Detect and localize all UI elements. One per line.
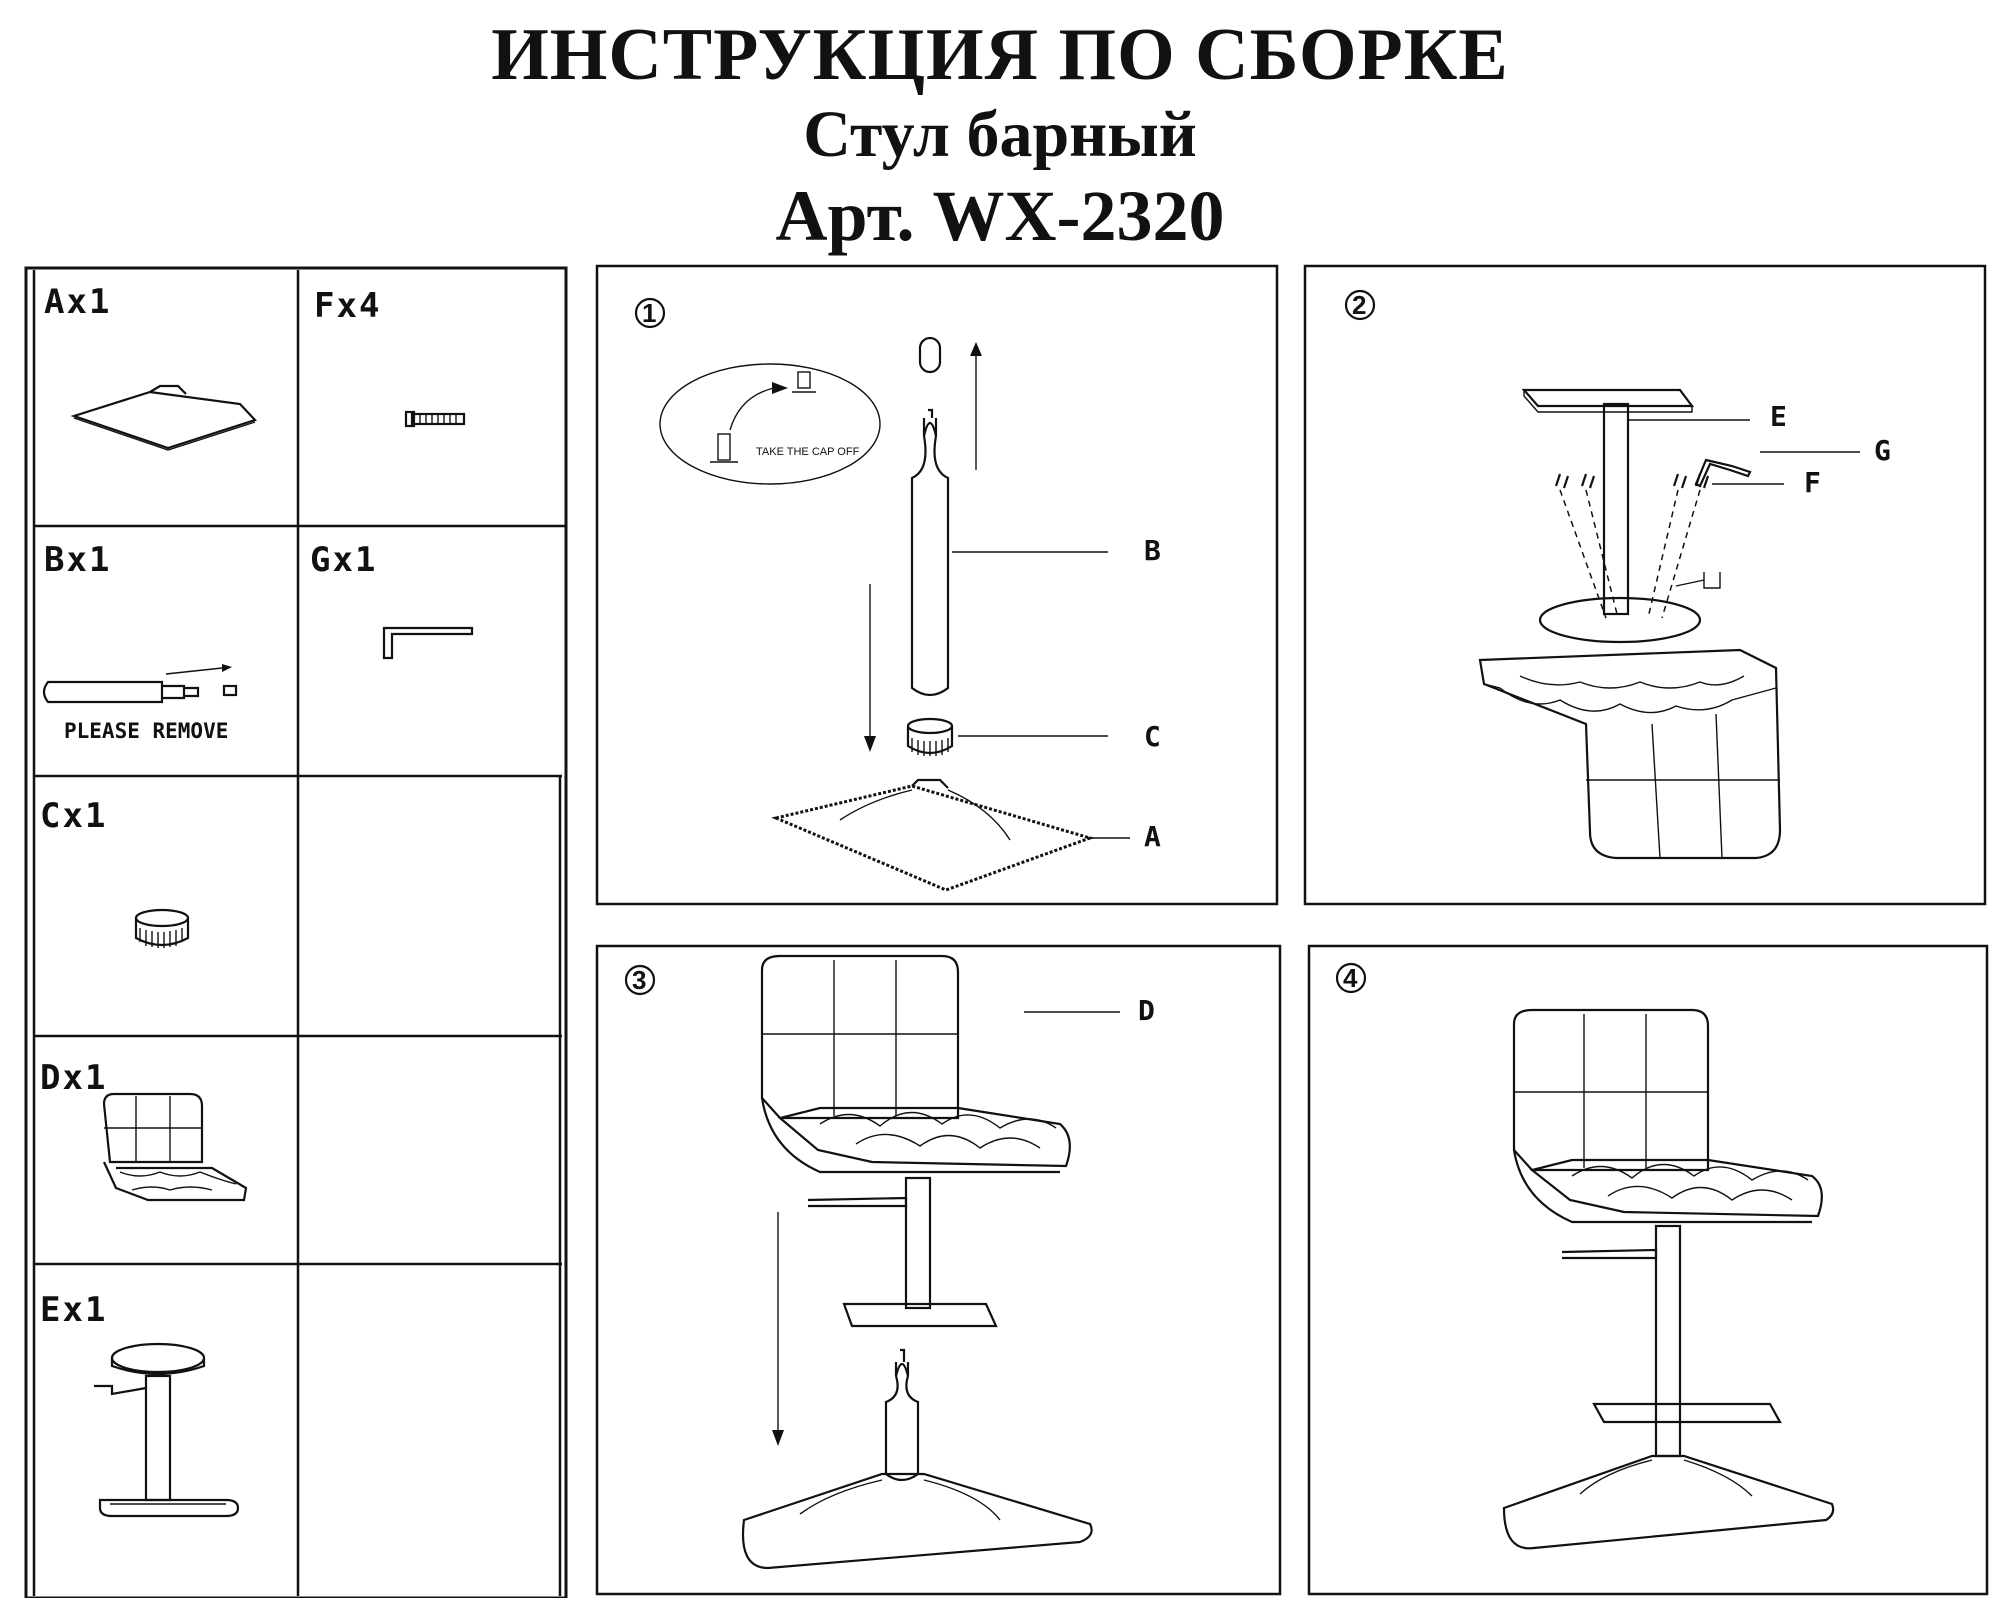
step-2-label-e: E [1770,400,1787,433]
step-1-label-b: B [1144,534,1161,567]
product-name: Стул барный [803,98,1197,171]
article-number: Арт. WX-2320 [775,176,1225,256]
part-label-b: Bx1 [44,540,112,580]
step-3-label-d: D [1138,994,1155,1027]
part-label-a: Ax1 [44,282,112,322]
document-title: ИНСТРУКЦИЯ ПО СБОРКЕ [491,14,1509,96]
part-e-column-drawing [94,1342,240,1518]
step-2-label-f: F [1804,466,1821,499]
part-a-base-drawing [70,384,257,451]
part-d-seat-drawing [102,1092,248,1202]
part-label-c: Cx1 [40,796,108,836]
step-2-label-g: G [1874,434,1891,467]
part-c-bushing-drawing [134,908,190,948]
part-label-d: Dx1 [40,1058,108,1098]
please-remove-note: PLEASE REMOVE [64,719,228,743]
part-label-g: Gx1 [310,540,378,580]
step-3-drawing: 3 D [624,954,1155,1570]
step-1-drawing: 1 TAKE THE CAP OFF B C A [634,297,1161,892]
part-b-gaslift-drawing [42,664,238,704]
parts-table [24,266,568,1598]
step-3-number: 3 [632,965,646,995]
part-g-hexkey-drawing [382,626,474,660]
step-4-drawing: 4 [1335,962,1835,1550]
step-2-drawing: 2 E G F [1344,289,1891,860]
step-2-number: 2 [1352,290,1366,320]
part-label-e: Ex1 [40,1290,108,1330]
step-4-number: 4 [1343,963,1358,993]
step-1-label-c: C [1144,720,1161,753]
part-label-f: Fx4 [314,286,382,326]
part-f-screw-drawing [404,410,466,428]
step-1-number: 1 [642,298,656,328]
step-1-label-a: A [1144,820,1161,853]
take-cap-off-callout: TAKE THE CAP OFF [756,446,860,458]
